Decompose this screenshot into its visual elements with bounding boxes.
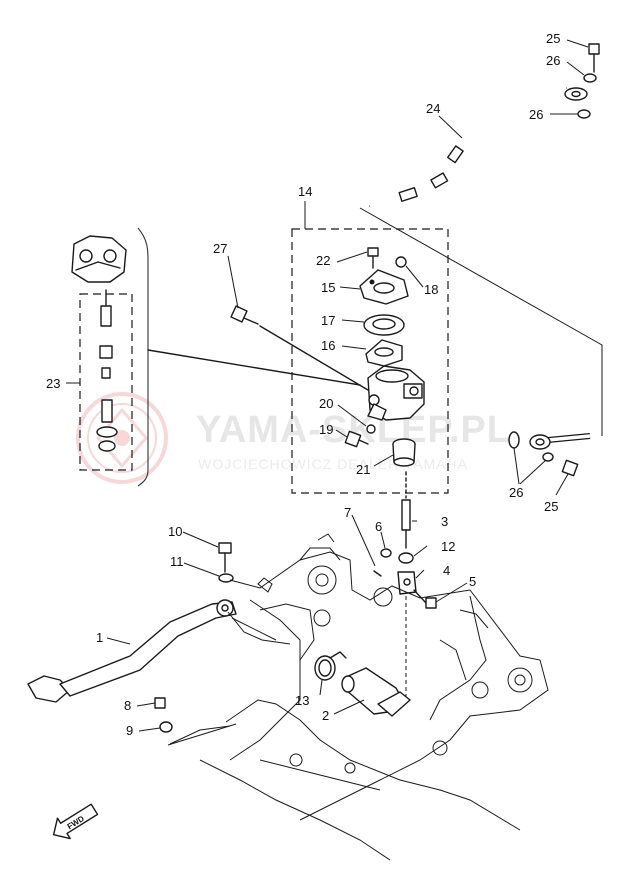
- callout-19: 19: [319, 422, 333, 437]
- upper-banjo-bolt: [577, 43, 600, 119]
- callout-5: 5: [469, 574, 476, 589]
- inset-leader: [147, 349, 361, 386]
- master-cylinder-body: [367, 365, 425, 421]
- callout-26-b: 26: [529, 107, 543, 122]
- frame-sketch: [169, 533, 549, 861]
- lock-nut-12: [398, 552, 414, 564]
- watermark-subtitle: WOJCIECHOWICZ DEALER YAMAHA: [198, 456, 468, 472]
- callout-12: 12: [441, 539, 455, 554]
- mount-bolt-19: [344, 430, 369, 448]
- callout-8: 8: [124, 698, 131, 713]
- master-cylinder-assembly-box: [291, 228, 449, 494]
- watermark-logo: [76, 392, 168, 484]
- diaphragm: [363, 314, 405, 336]
- push-rod: [401, 471, 411, 549]
- callout-14: 14: [298, 184, 312, 199]
- callout-3: 3: [441, 514, 448, 529]
- hose-routing-line: [359, 207, 603, 436]
- brake-pedal: [27, 599, 237, 703]
- washer-6: [380, 548, 392, 558]
- callout-16: 16: [321, 338, 335, 353]
- callout-20: 20: [319, 396, 333, 411]
- leader-lines: [66, 39, 589, 732]
- pivot-nut-9: [159, 721, 173, 733]
- forward-arrow-icon: FWD: [52, 803, 99, 840]
- bleed-screw: [366, 424, 376, 434]
- callout-13: 13: [295, 693, 309, 708]
- reservoir-cap: [359, 269, 409, 305]
- callout-4: 4: [443, 563, 450, 578]
- brake-shaft: [341, 667, 411, 717]
- callout-18: 18: [424, 282, 438, 297]
- lower-hose-end: [508, 431, 591, 477]
- callout-24: 24: [426, 101, 440, 116]
- inset-small-parts: [96, 289, 118, 452]
- callout-25-bottom: 25: [544, 499, 558, 514]
- callout-23: 23: [46, 376, 60, 391]
- callout-labels: 1 2 3 4 5 6 7 8 9 10 11 12 13 14 15 16 1…: [46, 31, 560, 738]
- clevis-4: [397, 571, 417, 595]
- pivot-leader: [167, 723, 237, 746]
- bolt-leader: [259, 325, 369, 391]
- pivot-bolt-8: [154, 697, 166, 709]
- callout-25-top: 25: [546, 31, 560, 46]
- mount-bolt-27: [230, 305, 259, 325]
- callout-11: 11: [170, 554, 184, 569]
- callout-17: 17: [321, 313, 335, 328]
- diaphragm-plate: [365, 339, 403, 367]
- reservoir-cap-screw: [367, 247, 379, 269]
- return-spring-13: [314, 651, 347, 681]
- pedal-leader: [231, 617, 277, 641]
- callout-2: 2: [322, 708, 329, 723]
- cap-plug: [395, 256, 407, 268]
- callout-21: 21: [356, 462, 370, 477]
- callout-26-c: 26: [509, 485, 523, 500]
- callout-6: 6: [375, 519, 382, 534]
- clevis-pin-5: [413, 589, 437, 609]
- callout-7: 7: [344, 505, 351, 520]
- dust-boot: [392, 438, 416, 467]
- watermark: YAMA-SKLEP.PL WOJCIECHOWICZ DEALER YAMAH…: [76, 392, 510, 484]
- callout-9: 9: [126, 723, 133, 738]
- inset-master-cylinder: [71, 235, 127, 283]
- callout-1: 1: [96, 630, 103, 645]
- callout-15: 15: [321, 280, 335, 295]
- callout-22: 22: [316, 253, 330, 268]
- inset-bracket: [137, 227, 149, 487]
- pedal-nut-11: [218, 573, 234, 583]
- pedal-bolt-10: [218, 542, 232, 573]
- callout-27: 27: [213, 241, 227, 256]
- cotter-pin-7: [373, 570, 382, 577]
- callout-26-a: 26: [546, 53, 560, 68]
- callout-10: 10: [168, 524, 182, 539]
- brake-hose: [369, 82, 588, 208]
